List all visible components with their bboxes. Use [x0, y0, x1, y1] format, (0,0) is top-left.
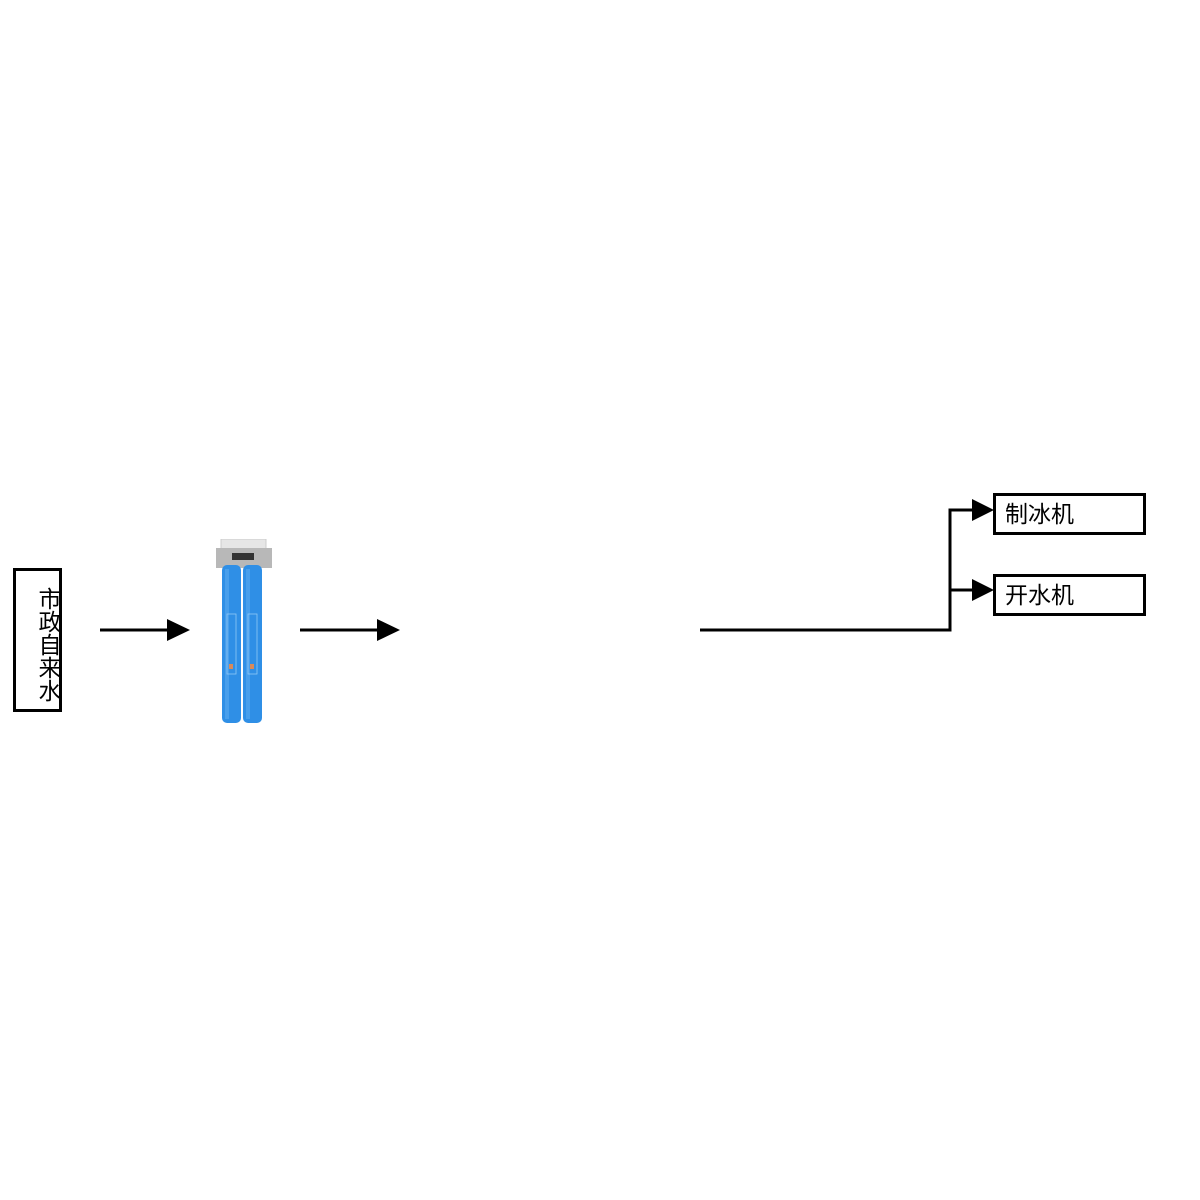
arrow-source-to-filter — [100, 619, 190, 641]
arrow-filter-out — [300, 619, 400, 641]
output-ice-maker-box: 制冰机 — [993, 493, 1146, 535]
output-label: 开水机 — [1005, 583, 1074, 609]
water-filter-image — [216, 539, 272, 723]
source-municipal-water-box: 市政自来水 — [13, 568, 62, 712]
output-label: 制冰机 — [1005, 502, 1074, 528]
output-water-boiler-box: 开水机 — [993, 574, 1146, 616]
source-label: 市政自来水 — [34, 587, 60, 702]
branch-line — [700, 499, 994, 632]
